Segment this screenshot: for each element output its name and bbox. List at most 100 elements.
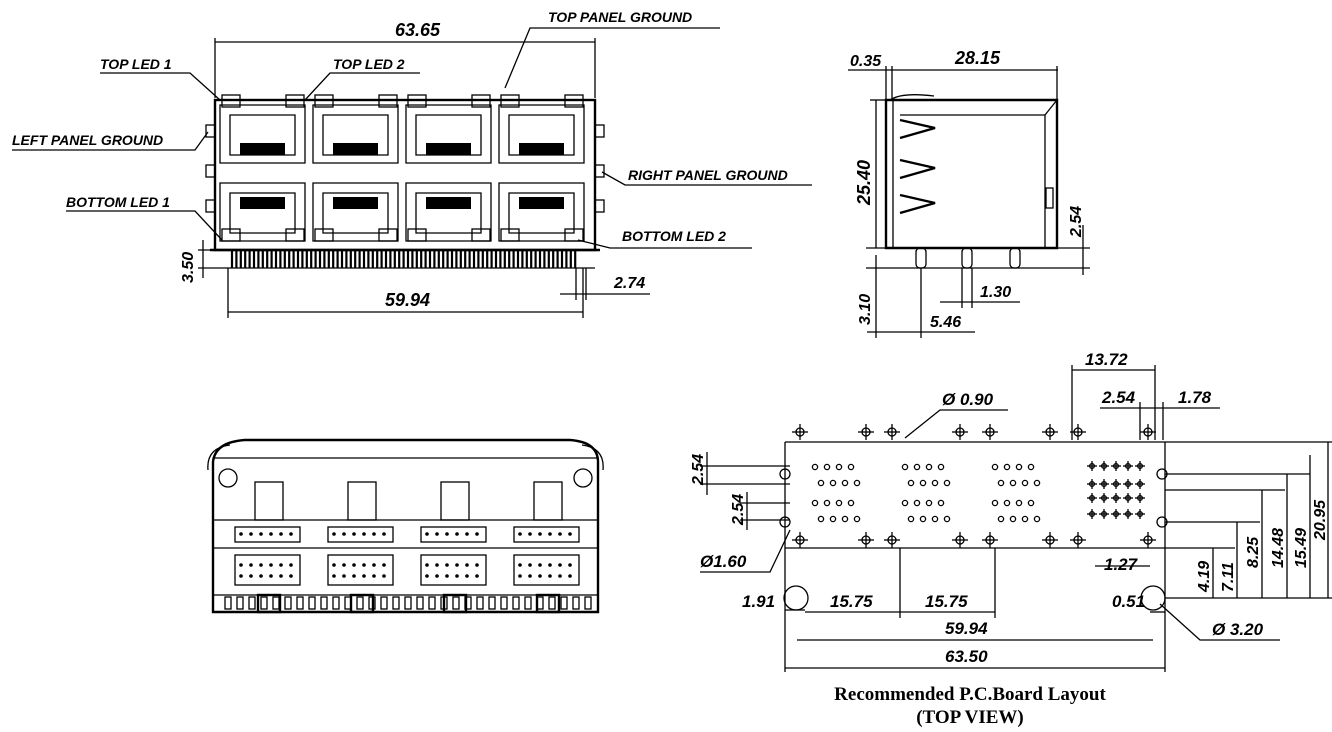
bottom-pin-dot [465,532,469,536]
bottom-pin-dot [445,563,449,567]
led-window [221,228,241,242]
side-chamfer [1044,99,1058,116]
bottom-mount-post [573,468,593,488]
leader-hole-320 [1159,603,1280,641]
led-window [407,228,427,242]
dim-15-75-b-label: 15.75 [925,592,968,611]
pcb-signal-hole [913,499,921,507]
pcb-signal-hole [931,515,939,523]
bottom-foot [224,596,232,610]
bottom-pin-dot [558,563,562,567]
bottom-pin-dot [289,532,293,536]
bottom-pin-dot [249,574,253,578]
bottom-pin-dot [259,574,263,578]
bottom-pin-dot [269,563,273,567]
dim-7-11-label: 7.11 [1220,562,1237,592]
bottom-foot [308,596,316,610]
led-window [407,94,427,108]
dim-1-27-label: 1.27 [1104,555,1139,574]
bottom-pin-block [513,554,580,586]
rj45-port-inner [322,114,389,156]
bottom-foot [440,596,448,610]
bottom-pin-dot [279,574,283,578]
top-led-1-label: TOP LED 1 [100,56,172,72]
bottom-foot [284,596,292,610]
rj45-contact-strip [333,143,378,155]
pcb-ground-hole [779,468,791,480]
rj45-port-inner [508,192,575,234]
bottom-pin-dot [352,574,356,578]
dim-height-label: 3.50 [180,252,197,283]
dim-depth-label: 28.15 [954,48,1001,68]
bottom-contact-block [254,481,284,521]
bottom-foot [584,596,592,610]
pcb-signal-hole [1015,499,1023,507]
bottom-pin-dot [465,563,469,567]
side-view: 0.35 28.15 25.40 2.54 3.10 1.30 5.46 [848,48,1090,338]
bottom-pin-dot [518,574,522,578]
led-window [314,94,334,108]
right-ground-tab [594,164,605,178]
right-panel-ground-label: RIGHT PANEL GROUND [628,167,788,183]
pcb-signal-hole [811,499,819,507]
rj45-port-outline [498,104,585,164]
side-pin [1009,247,1021,269]
bottom-detail [224,481,592,614]
pcb-signal-hole [841,515,849,523]
bottom-pin-dot [548,563,552,567]
pcb-signal-hole [901,463,909,471]
leader-bottom-led-2 [577,239,752,249]
bottom-pin-dot [425,563,429,567]
pcb-signal-hole [817,479,825,487]
bottom-pin-dot [538,574,542,578]
bottom-pin-dot [425,574,429,578]
bottom-pin-dot [548,574,552,578]
bottom-foot [356,596,364,610]
bottom-pin-dot [352,563,356,567]
pcb-signal-hole [913,463,921,471]
pcb-signal-hole [943,515,951,523]
dim-20-95-label: 20.95 [1312,499,1329,541]
bottom-pin-dot [362,532,366,536]
bottom-pin-dot [568,532,572,536]
rj45-contact-strip [240,143,285,155]
bottom-foot [392,596,400,610]
rj45-port-inner [229,192,296,234]
pcb-signal-hole [925,499,933,507]
bottom-pin-dot [289,563,293,567]
bottom-pin-dot [332,574,336,578]
bottom-pin-dot [332,532,336,536]
bottom-foot [464,596,472,610]
bottom-pin-dot [455,574,459,578]
pcb-signal-hole [1015,463,1023,471]
bottom-led-1-label: BOTTOM LED 1 [66,194,170,210]
bottom-pin-dot [269,574,273,578]
dim-13-72-label: 13.72 [1085,350,1128,369]
bottom-foot [272,596,280,610]
rj45-port-outline [219,182,306,242]
bottom-pin-dot [455,532,459,536]
led-window [314,228,334,242]
rj45-port-inner [322,192,389,234]
pcb-signal-hole [835,499,843,507]
leader-top-panel-ground [504,27,720,89]
dim-1-91-label: 1.91 [742,592,775,611]
pcb-signal-hole [997,515,1005,523]
pcb-signal-hole [1009,479,1017,487]
pcb-signal-hole [991,463,999,471]
rj45-port-outline [312,104,399,164]
leader-hole [904,409,1008,439]
bottom-foot [572,596,580,610]
rj45-contact-strip [426,143,471,155]
pcb-signal-hole [1009,515,1017,523]
bottom-pin-dot [445,574,449,578]
bottom-pin-dot [528,532,532,536]
right-ground-tab [594,199,605,213]
bottom-pin-dot [445,532,449,536]
bottom-foot [452,596,460,610]
bottom-pin-dot [269,532,273,536]
pcb-signal-hole [997,479,1005,487]
pcb-signal-hole [1033,515,1041,523]
bottom-foot [344,596,352,610]
front-ports [219,94,585,242]
